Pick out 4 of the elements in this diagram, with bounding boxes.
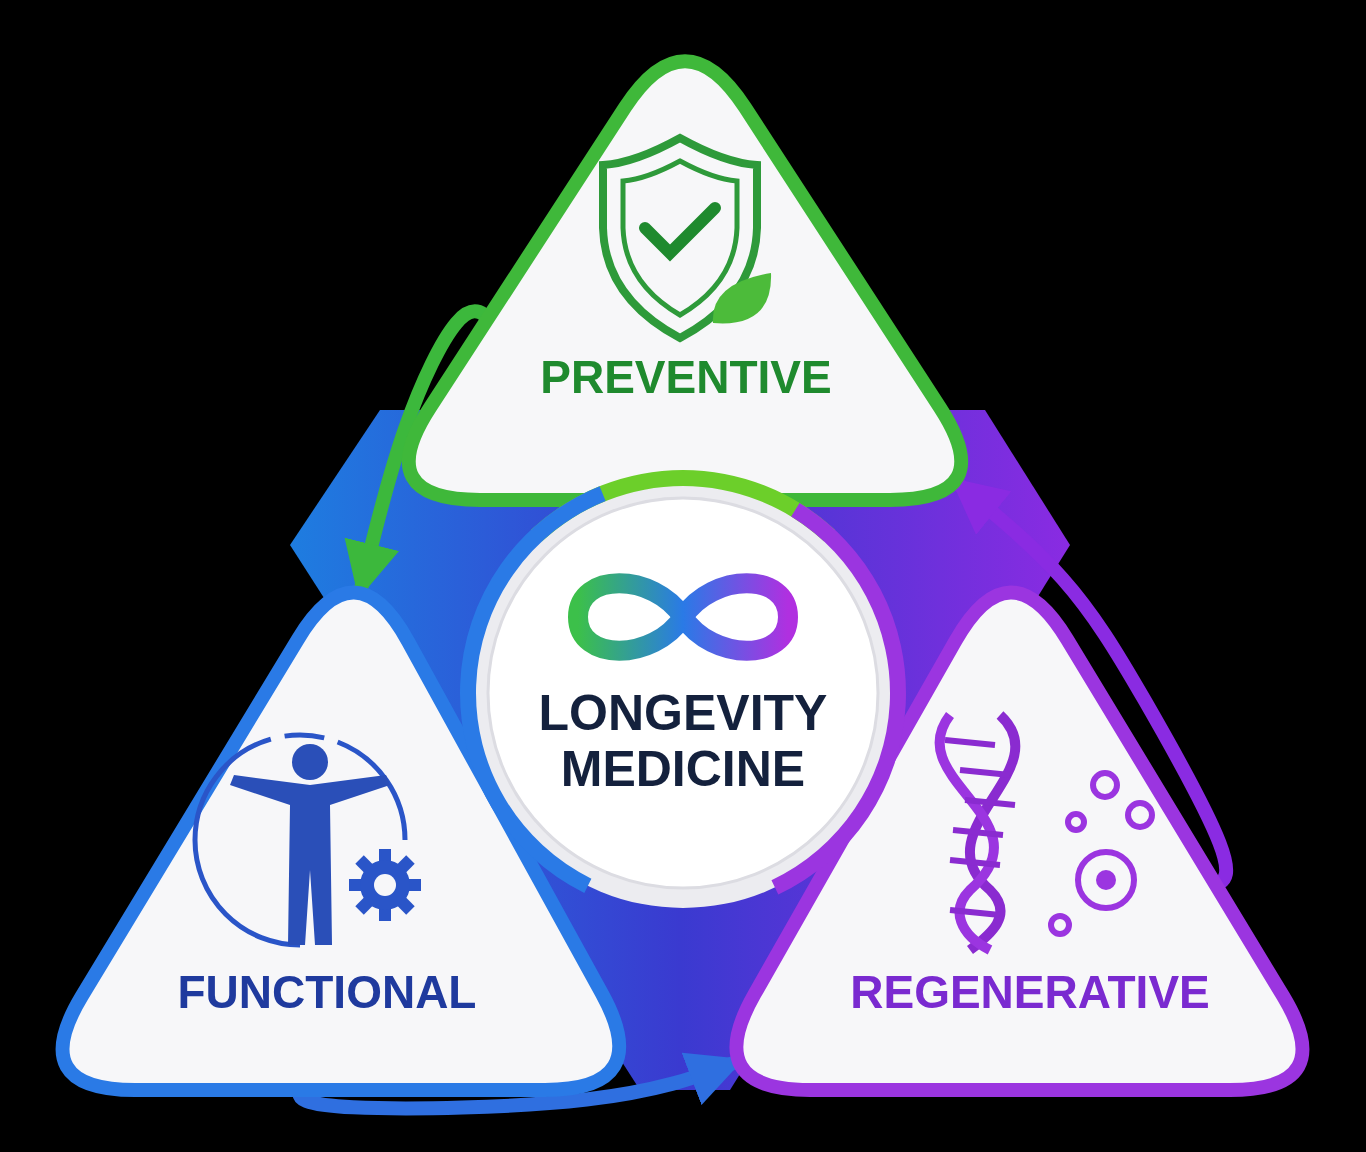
panel-title: PREVENTIVE xyxy=(540,350,832,404)
panel-title: FUNCTIONAL xyxy=(177,965,477,1019)
panel-title: LONGEVITY MEDICINE xyxy=(537,685,829,797)
panel-title: REGENERATIVE xyxy=(850,965,1210,1019)
